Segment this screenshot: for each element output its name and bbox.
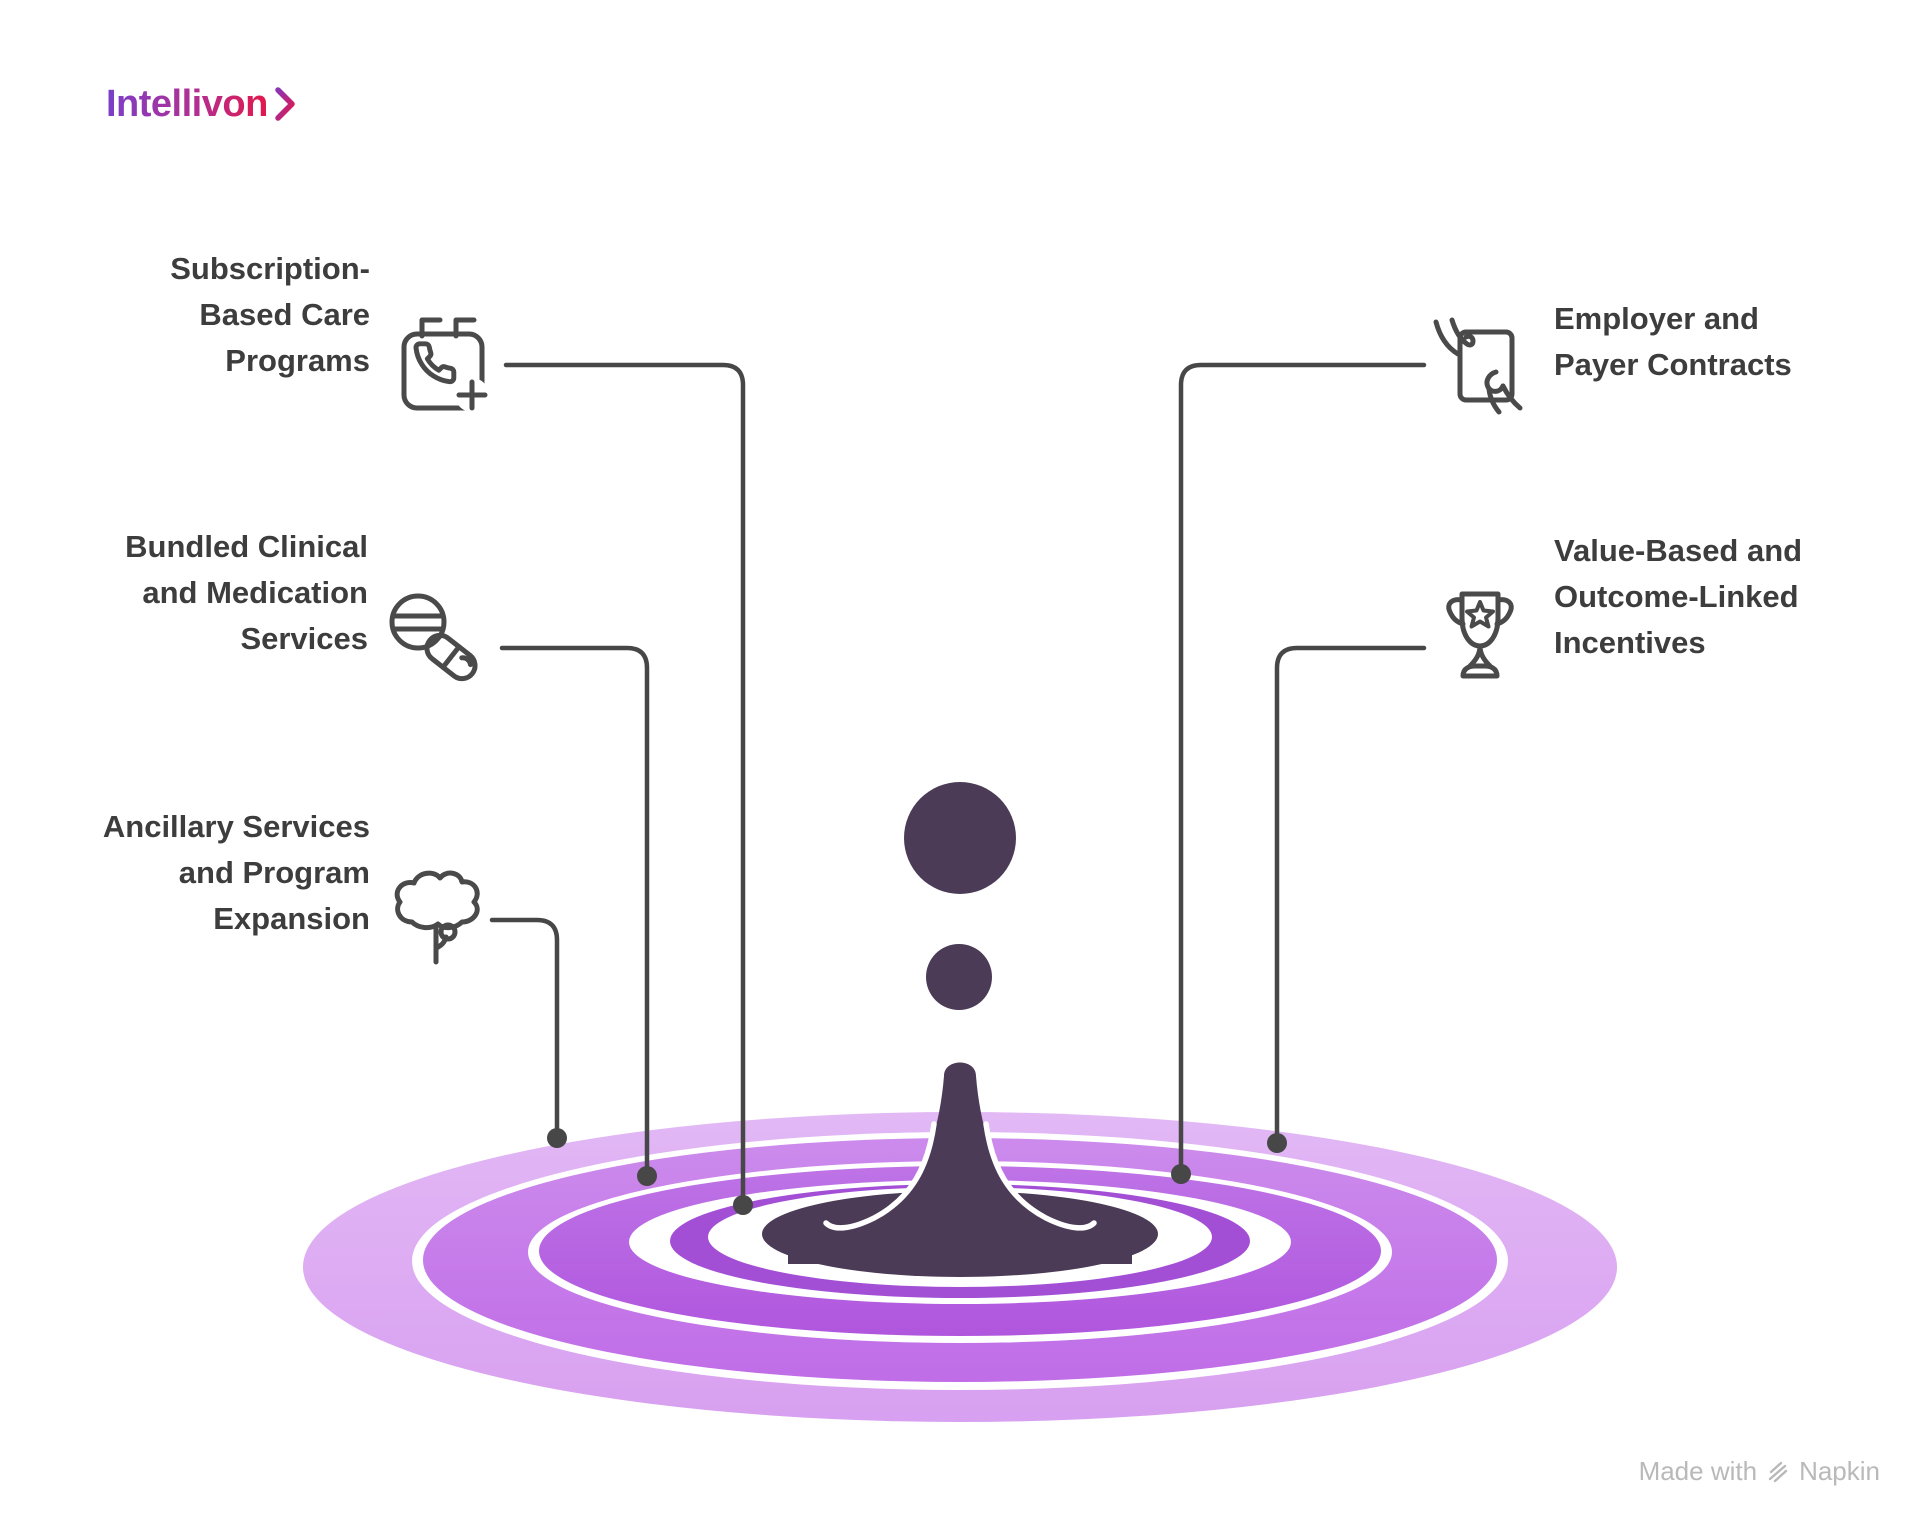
made-with-napkin-credit: Made with Napkin (1639, 1456, 1880, 1487)
connector-line-value (1274, 645, 1427, 1146)
tree-icon (386, 862, 486, 966)
connector-line-employer (1178, 362, 1427, 1177)
label-bundled-clinical-medication-services: Bundled Clinical and Medication Services (58, 524, 368, 662)
label-employer-payer-contracts: Employer and Payer Contracts (1554, 296, 1894, 388)
splash-column (788, 1062, 1132, 1264)
trophy-star-icon (1428, 586, 1532, 690)
connector-lines (489, 362, 1427, 1208)
brand-logo: Intellivon (106, 84, 300, 124)
connector-dot-bundled (637, 1166, 657, 1186)
label-line: Incentives (1554, 625, 1706, 660)
label-line: Subscription- (170, 251, 370, 286)
connector-dot-employer (1171, 1164, 1191, 1184)
label-line: Employer and (1554, 301, 1759, 336)
droplet-icon (904, 782, 1016, 1010)
label-line: and Medication (142, 575, 368, 610)
connector-dot-value (1267, 1133, 1287, 1153)
napkin-logo-icon (1768, 1461, 1788, 1482)
napkin-brand-text: Napkin (1799, 1456, 1880, 1486)
connector-dot-subscription (733, 1195, 753, 1215)
label-value-based-outcome-linked-incentives: Value-Based and Outcome-Linked Incentive… (1554, 528, 1894, 666)
label-line: Bundled Clinical (125, 529, 368, 564)
chevron-right-icon (275, 87, 295, 121)
connector-line-bundled (499, 645, 650, 1179)
label-line: Based Care (199, 297, 370, 332)
label-line: Expansion (213, 901, 370, 936)
connector-dots (547, 1128, 1287, 1215)
made-with-text: Made with (1638, 1456, 1758, 1486)
pills-icon (386, 590, 486, 690)
label-line: and Program (178, 855, 370, 890)
label-line: Ancillary Services (102, 809, 370, 844)
label-line: Value-Based and (1554, 533, 1803, 568)
label-line: Payer Contracts (1554, 347, 1792, 382)
label-ancillary-services-program-expansion: Ancillary Services and Program Expansion (56, 804, 370, 942)
label-line: Services (240, 621, 368, 656)
brand-logo-text: Intellivon (106, 83, 268, 125)
connector-dot-ancillary (547, 1128, 567, 1148)
label-line: Outcome-Linked (1554, 579, 1799, 614)
calendar-phone-plus-icon (394, 314, 498, 418)
connector-line-subscription (503, 362, 746, 1208)
label-line: Programs (225, 343, 370, 378)
connector-line-ancillary (489, 917, 560, 1141)
label-subscription-based-care-programs: Subscription- Based Care Programs (60, 246, 370, 384)
hand-holding-document-icon (1428, 312, 1532, 416)
